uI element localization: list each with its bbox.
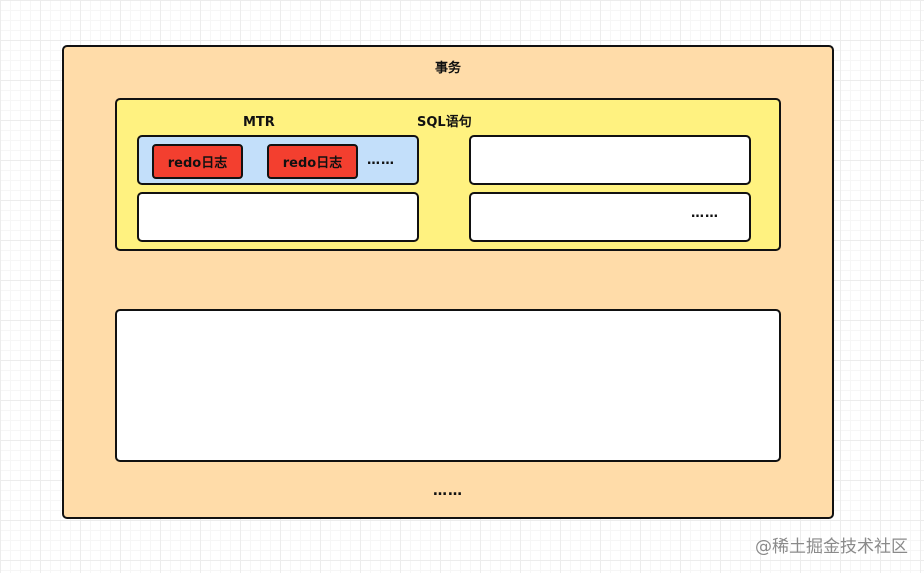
redo-log-box: redo日志 (267, 144, 358, 179)
watermark-text: @稀土掘金技术社区 (755, 537, 908, 557)
sql-box-ellipsis: …… (691, 206, 719, 221)
transaction-ellipsis: …… (433, 483, 463, 499)
sql-ellipsis-box: …… (469, 192, 751, 242)
sql-empty-box (469, 135, 751, 185)
transaction-title: 事务 (434, 61, 461, 76)
mtr-title: MTR (243, 115, 275, 130)
mtr-empty-box (137, 192, 419, 242)
redo-log-box: redo日志 (152, 144, 243, 179)
mtr-container: redo日志 redo日志 …… (137, 135, 419, 185)
transaction-empty-box (115, 309, 781, 462)
sql-statement-title: SQL语句 (417, 115, 472, 130)
mtr-ellipsis: …… (367, 153, 395, 168)
